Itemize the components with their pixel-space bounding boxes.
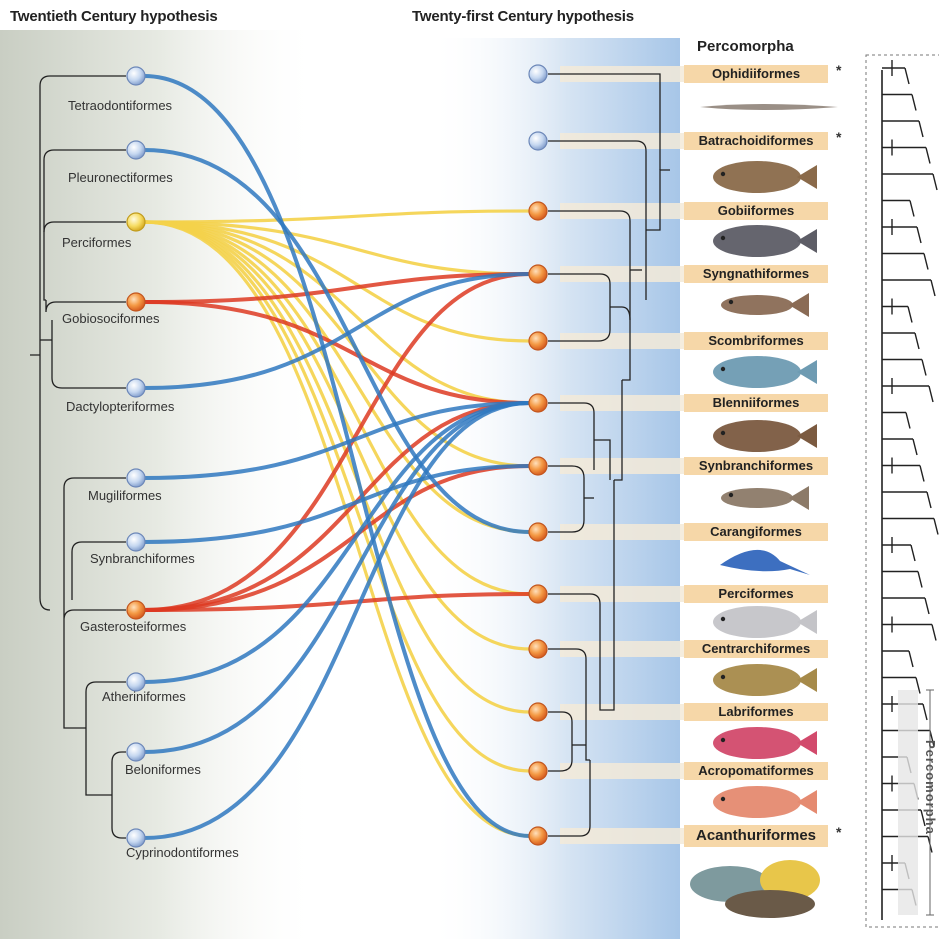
fish-illustration bbox=[713, 225, 817, 257]
fish-illustration bbox=[721, 293, 809, 317]
fish-illustration bbox=[713, 786, 817, 818]
new-node-acropomatiformes bbox=[529, 762, 547, 780]
middle-header: Twenty-first Century hypothesis bbox=[412, 8, 634, 25]
old-label-beloniformes: Beloniformes bbox=[125, 762, 201, 777]
fish-illustration bbox=[713, 606, 817, 638]
fish-illustration bbox=[721, 486, 809, 510]
fish-illustration bbox=[713, 161, 817, 193]
old-label-dactylopteriformes: Dactylopteriformes bbox=[66, 399, 174, 414]
row-stripe bbox=[560, 458, 690, 474]
new-label-carangiformes: Carangiformes bbox=[684, 523, 828, 541]
new-node-ophidiiformes bbox=[529, 65, 547, 83]
old-label-gobiosociformes: Gobiosociformes bbox=[62, 311, 160, 326]
row-stripe bbox=[560, 704, 690, 720]
new-node-labriformes bbox=[529, 703, 547, 721]
fish-illustration bbox=[720, 550, 810, 575]
left-header: Twentieth Century hypothesis bbox=[10, 8, 217, 25]
old-label-tetraodontiformes: Tetraodontiformes bbox=[68, 98, 172, 113]
old-label-perciformes: Perciformes bbox=[62, 235, 131, 250]
fish-illustration bbox=[690, 860, 820, 918]
old-node-gobiosociformes bbox=[127, 293, 145, 311]
old-node-synbranchiformes bbox=[127, 533, 145, 551]
new-node-centrarchiformes bbox=[529, 640, 547, 658]
fish-illustration bbox=[713, 420, 817, 452]
new-node-acanthuriformes bbox=[529, 827, 547, 845]
new-label-centrarchiformes: Centrarchiformes bbox=[684, 640, 828, 658]
old-label-cyprinodontiformes: Cyprinodontiformes bbox=[126, 845, 239, 860]
new-label-synbranchiformes: Synbranchiformes bbox=[684, 457, 828, 475]
old-label-gasterosteiformes: Gasterosteiformes bbox=[80, 619, 186, 634]
old-label-mugiliformes: Mugiliformes bbox=[88, 488, 162, 503]
fish-illustration bbox=[713, 664, 817, 696]
fish-illustration bbox=[713, 356, 817, 388]
row-stripe bbox=[560, 524, 690, 540]
new-node-gobiiformes bbox=[529, 202, 547, 220]
new-label-acropomatiformes: Acropomatiformes bbox=[684, 762, 828, 780]
new-label-batrachoidiformes: Batrachoidiformes bbox=[684, 132, 828, 150]
percomorpha-shade bbox=[898, 690, 918, 915]
new-node-perciformes bbox=[529, 585, 547, 603]
percomorpha-vertical-label: Percomorpha bbox=[923, 740, 938, 835]
new-label-ophidiiformes: Ophidiiformes bbox=[684, 65, 828, 83]
row-stripe bbox=[560, 763, 690, 779]
old-node-tetraodontiformes bbox=[127, 67, 145, 85]
old-label-pleuronectiformes: Pleuronectiformes bbox=[68, 170, 173, 185]
old-node-mugiliformes bbox=[127, 469, 145, 487]
new-label-gobiiformes: Gobiiformes bbox=[684, 202, 828, 220]
new-label-syngnathiformes: Syngnathiformes bbox=[684, 265, 828, 283]
new-node-scombriformes bbox=[529, 332, 547, 350]
new-label-scombriformes: Scombriformes bbox=[684, 332, 828, 350]
new-label-perciformes: Perciformes bbox=[684, 585, 828, 603]
new-node-batrachoidiformes bbox=[529, 132, 547, 150]
old-label-synbranchiformes: Synbranchiformes bbox=[90, 551, 195, 566]
old-node-perciformes bbox=[127, 213, 145, 231]
fish-illustration bbox=[700, 104, 838, 110]
new-node-synbranchiformes bbox=[529, 457, 547, 475]
new-node-carangiformes bbox=[529, 523, 547, 541]
left-background bbox=[0, 30, 320, 939]
new-label-labriformes: Labriformes bbox=[684, 703, 828, 721]
star-marker: * bbox=[836, 62, 841, 78]
star-marker: * bbox=[836, 824, 841, 840]
new-label-acanthuriformes: Acanthuriformes bbox=[684, 825, 828, 847]
old-label-atheriniformes: Atheriniformes bbox=[102, 689, 186, 704]
fish-illustration bbox=[713, 727, 817, 759]
old-node-gasterosteiformes bbox=[127, 601, 145, 619]
star-marker: * bbox=[836, 129, 841, 145]
old-node-pleuronectiformes bbox=[127, 141, 145, 159]
old-node-dactylopteriformes bbox=[127, 379, 145, 397]
new-node-syngnathiformes bbox=[529, 265, 547, 283]
percomorpha-title: Percomorpha bbox=[697, 38, 794, 55]
old-node-beloniformes bbox=[127, 743, 145, 761]
new-node-blenniiformes bbox=[529, 394, 547, 412]
new-label-blenniiformes: Blenniiformes bbox=[684, 394, 828, 412]
